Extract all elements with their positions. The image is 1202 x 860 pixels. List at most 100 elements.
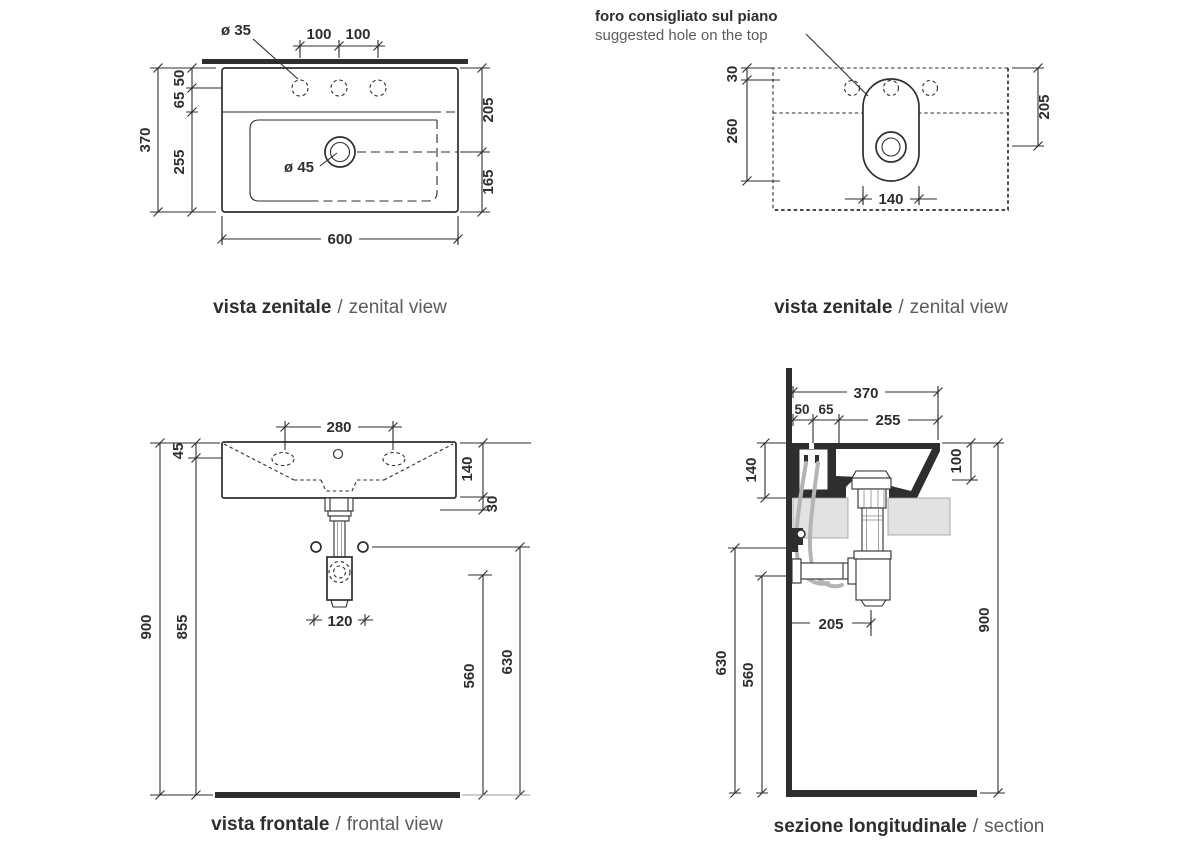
dim-body-height <box>440 437 531 516</box>
dim-label-370: 370 <box>137 127 154 152</box>
dim-label-630: 630 <box>499 649 516 674</box>
dim-label-255: 255 <box>171 149 188 174</box>
drain-inner-circle <box>881 137 901 157</box>
label-bg <box>321 230 359 247</box>
waste-wall-flange <box>791 558 802 584</box>
hose-nipple-left <box>804 455 808 463</box>
dim-label-50: 50 <box>794 402 809 417</box>
dim-label-280: 280 <box>326 419 351 436</box>
drain-nut-detail <box>863 489 885 508</box>
siphon-bottle-taper <box>860 599 887 607</box>
caption-frontal: vista frontale/frontal view <box>211 814 443 835</box>
drain-flange-detail <box>329 498 349 511</box>
drain-cap <box>851 470 891 479</box>
caption-it: vista zenitale <box>213 297 331 318</box>
caption-sep: / <box>337 297 343 318</box>
sink-outline-top-view <box>221 67 459 213</box>
view-frontal: 120 280 900 45 855 140 30 630 <box>138 419 531 835</box>
caption-sep: / <box>335 814 341 835</box>
dim-total-height <box>150 437 220 801</box>
siphon-taper <box>330 599 349 608</box>
dim-label-900: 900 <box>138 614 155 639</box>
dim-label-165: 165 <box>480 169 497 194</box>
drain-pipe-detail <box>337 521 342 557</box>
mounting-hole-right <box>357 541 369 553</box>
dim-pipe-height <box>372 541 530 801</box>
counter-section-right <box>887 497 951 536</box>
dim-label-370: 370 <box>853 385 878 402</box>
dim-label-45: 45 <box>170 443 187 460</box>
note-english: suggested hole on the top <box>595 27 768 44</box>
floor-line <box>786 790 977 797</box>
dim-drain-offset <box>1012 62 1045 152</box>
dim-label-260: 260 <box>724 118 741 143</box>
dim-label-205: 205 <box>1036 94 1053 119</box>
label-bg <box>322 612 358 628</box>
dim-overall-depth <box>150 62 216 218</box>
suggested-hole-oval <box>862 78 920 182</box>
tap-hole-slot <box>809 443 814 449</box>
label-bg <box>868 412 908 427</box>
valve-knob <box>796 529 806 539</box>
leader-tap-hole <box>252 38 299 80</box>
dim-label-855: 855 <box>174 614 191 639</box>
label-bg <box>810 615 852 631</box>
dim-hole-offset <box>740 62 780 187</box>
tap-holes-dashed <box>291 79 387 97</box>
dim-label-120: 120 <box>327 613 352 630</box>
siphon-top-nut <box>853 550 892 560</box>
dim-label-600: 600 <box>327 231 352 248</box>
dim-label-30: 30 <box>724 66 741 83</box>
drain-outer-circle <box>875 131 907 163</box>
dim-label-900: 900 <box>976 607 993 632</box>
dim-hole-spacing <box>293 39 385 58</box>
dim-label-100-right: 100 <box>345 26 370 43</box>
dim-label-205: 205 <box>480 97 497 122</box>
dim-trap-height <box>468 569 492 801</box>
dim-label-65: 65 <box>171 92 188 109</box>
label-bg <box>847 384 885 400</box>
drain-ring-2 <box>329 515 350 522</box>
dim-pipe-height <box>728 542 790 799</box>
caption-en: section <box>984 816 1044 837</box>
drain-outer-circle <box>324 136 356 168</box>
label-bg <box>321 419 358 435</box>
valve-outlet <box>789 545 798 552</box>
drain-ring-1 <box>327 510 352 517</box>
note-leader-line <box>805 33 869 97</box>
wall-line <box>786 368 792 792</box>
caption-sep: / <box>898 297 904 318</box>
caption-zenital-left: vista zenitale / zenital view <box>213 297 447 318</box>
tailpipe <box>861 507 884 554</box>
dim-label-140: 140 <box>743 457 760 482</box>
hidden-sink-outline-shadow <box>773 68 1009 211</box>
hidden-interior-lines <box>223 443 454 492</box>
label-drain-diameter: ø 45 <box>284 159 314 176</box>
dim-label-560: 560 <box>461 663 478 688</box>
dim-underside-height <box>188 437 222 801</box>
siphon-bottle <box>855 558 891 601</box>
dim-label-65: 65 <box>818 402 834 417</box>
label-bg <box>872 190 910 206</box>
view-zenital-right: 30 260 205 140 foro consigliato sul pian… <box>595 8 1053 318</box>
dim-depth-breakdown <box>787 413 944 449</box>
drain-flange <box>324 497 354 512</box>
drain-nut <box>857 488 887 509</box>
dim-label-560: 560 <box>740 662 757 687</box>
side-tap-hole-left <box>271 451 295 467</box>
caption-section: sezione longitudinale/section <box>774 816 1045 837</box>
view-section: 370 50 65 255 140 100 205 630 <box>713 368 1044 837</box>
dim-label-205: 205 <box>818 616 843 633</box>
center-tap-hole <box>332 448 344 460</box>
basin-cavity <box>836 449 932 491</box>
siphon-hole-outer <box>328 560 351 584</box>
sink-outline-front-view <box>221 441 457 499</box>
dim-label-30: 30 <box>484 496 501 513</box>
note-italian: foro consigliato sul piano <box>595 8 778 25</box>
dim-label-255: 255 <box>875 412 900 429</box>
caption-en: frontal view <box>347 814 443 835</box>
side-tap-hole-right <box>382 451 406 467</box>
caption-it: vista zenitale <box>774 297 892 318</box>
caption-en: zenital view <box>349 297 447 318</box>
